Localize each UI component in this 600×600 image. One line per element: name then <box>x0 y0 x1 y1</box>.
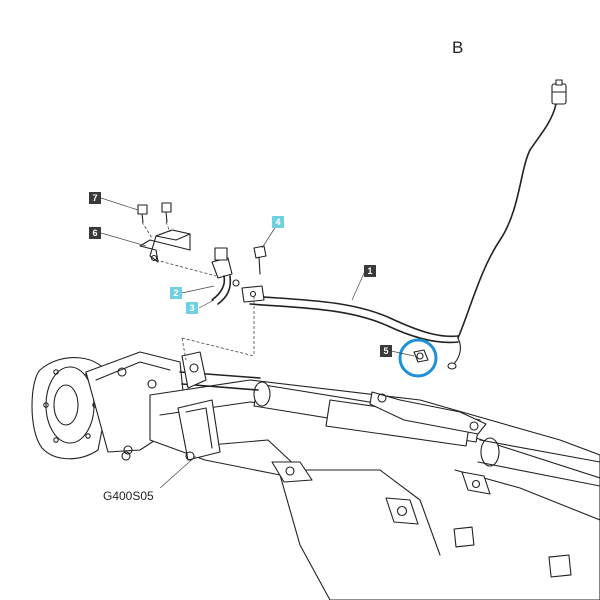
view-letter: B <box>452 38 464 57</box>
callout-3: 3 <box>186 302 198 314</box>
callout-4: 4 <box>272 216 284 228</box>
brake-hose-assembly <box>249 79 567 370</box>
figure-code: G400S05 <box>103 489 154 503</box>
bracket-part-6 <box>139 229 191 263</box>
callout-7: 7 <box>89 192 101 204</box>
callout-1: 1 <box>364 265 376 277</box>
assembly-guide-lines <box>141 221 255 361</box>
bolt-part-4 <box>253 245 267 275</box>
callout-6: 6 <box>89 227 101 239</box>
callout-2: 2 <box>170 287 182 299</box>
axle-housing <box>31 351 600 600</box>
highlight-ring <box>398 338 438 378</box>
callout-5: 5 <box>380 345 392 357</box>
banjo-fitting <box>211 247 265 305</box>
bolts-part-7 <box>137 202 172 223</box>
fitting-part-5 <box>413 349 429 363</box>
